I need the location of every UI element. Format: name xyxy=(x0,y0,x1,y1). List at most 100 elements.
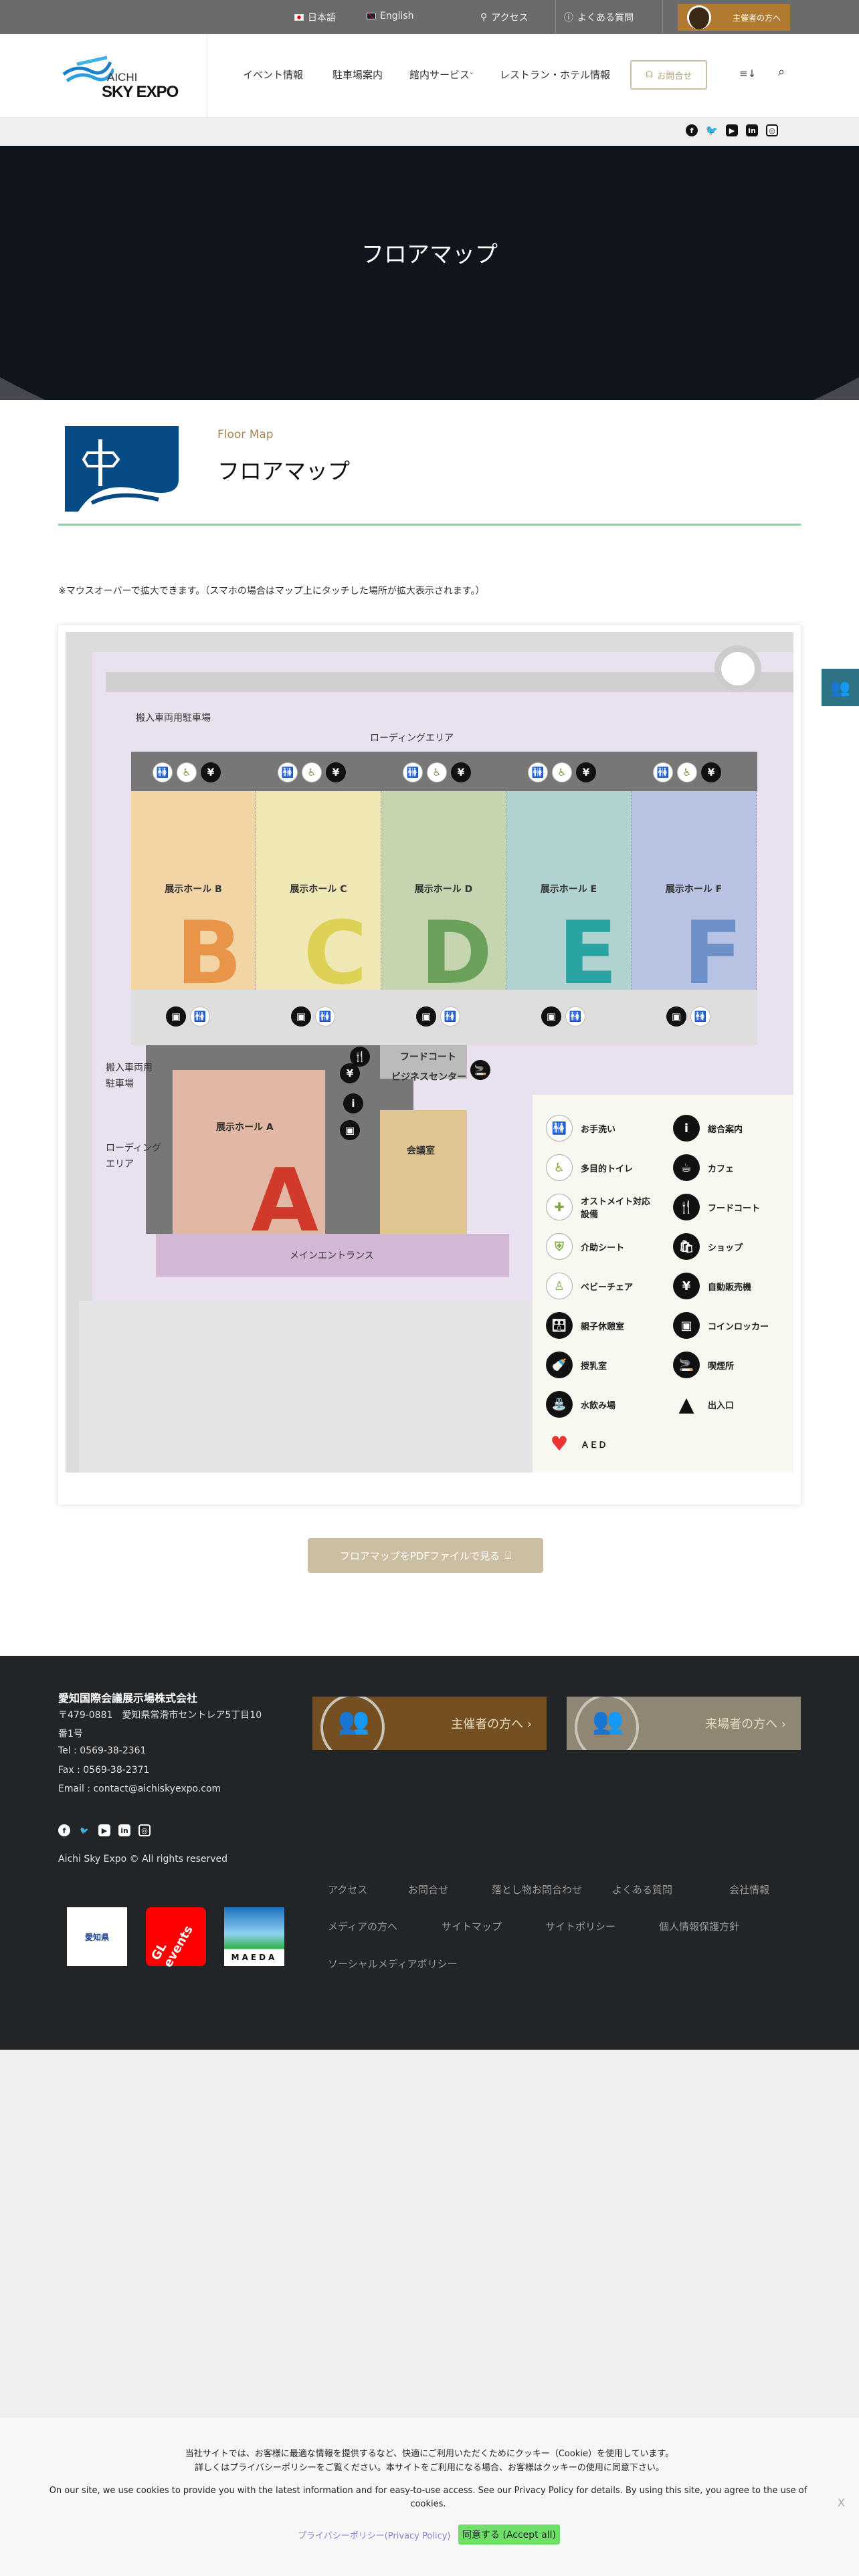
aichi-prefecture-logo[interactable]: 愛知県 xyxy=(67,1907,127,1966)
coin-locker-icon[interactable]: ▣ xyxy=(541,1006,561,1027)
footer-address: 〒479-0881 愛知県常滑市セントレア5丁目10 xyxy=(58,1710,262,1721)
headset-icon: ☊ xyxy=(645,70,654,80)
coin-locker-icon[interactable]: ▣ xyxy=(666,1006,686,1027)
page-title: フロアマップ xyxy=(217,458,350,484)
legend-label: 自動販売機 xyxy=(708,1282,752,1293)
nav-restaurant-hotel[interactable]: レストラン・ホテル情報 xyxy=(500,69,611,81)
nav-events[interactable]: イベント情報 xyxy=(243,69,304,81)
facebook-icon[interactable]: f xyxy=(58,1824,70,1836)
footer-link[interactable]: サイトマップ xyxy=(442,1921,502,1933)
gl-events-logo[interactable]: GL events xyxy=(146,1907,206,1969)
organizer-button[interactable]: 主催者の方へ xyxy=(678,4,790,31)
cafe-icon: ☕ xyxy=(673,1154,700,1181)
privacy-policy-link[interactable]: プライバシーポリシー(Privacy Policy) xyxy=(298,2531,451,2541)
restroom-icon[interactable]: 🚻 xyxy=(440,1006,460,1027)
linkedin-icon[interactable]: in xyxy=(118,1824,130,1836)
instagram-icon[interactable]: ◎ xyxy=(138,1824,151,1836)
hall-a[interactable]: 展示ホール A A xyxy=(173,1070,325,1244)
restroom-icon[interactable]: 🚻 xyxy=(315,1006,335,1027)
vending-machine-icon[interactable]: ¥ xyxy=(340,1063,360,1083)
youtube-icon[interactable]: ▶ xyxy=(726,124,738,136)
footer-link[interactable]: お問合せ xyxy=(408,1884,449,1896)
vending-machine-icon[interactable]: ¥ xyxy=(201,762,221,782)
wheelchair-icon[interactable]: ♿ xyxy=(302,762,322,782)
legend-item: ♙ベビーチェア xyxy=(546,1273,654,1299)
vending-machine-icon[interactable]: ¥ xyxy=(576,762,596,782)
logo[interactable]: AICHI SKY EXPO xyxy=(60,51,207,104)
hall-label: 展示ホール F xyxy=(665,884,723,895)
maeda-logo[interactable]: MAEDA xyxy=(224,1907,284,1966)
lang-ja-link[interactable]: 日本語 xyxy=(294,11,336,24)
footer-link[interactable]: 個人情報保護方針 xyxy=(659,1921,740,1933)
footer-link[interactable]: ソーシャルメディアポリシー xyxy=(328,1958,458,1970)
social-links: f 🐦 ▶ in ◎ xyxy=(686,124,778,136)
visitor-banner[interactable]: 👥来場者の方へ › xyxy=(567,1697,801,1750)
accept-cookies-button[interactable]: 同意する (Accept all) xyxy=(458,2525,560,2545)
info-icon: i xyxy=(673,1115,700,1142)
coin-locker-icon[interactable]: ▣ xyxy=(291,1006,311,1027)
nav-services[interactable]: 館内サービス˅ xyxy=(409,68,474,82)
footer-link[interactable]: メディアの方へ xyxy=(328,1921,397,1933)
instagram-icon[interactable]: ◎ xyxy=(766,124,778,136)
facebook-icon[interactable]: f xyxy=(686,124,698,136)
access-link[interactable]: ⚲アクセス xyxy=(480,11,529,24)
linkedin-icon[interactable]: in xyxy=(746,124,758,136)
vending-machine-icon[interactable]: ¥ xyxy=(451,762,471,782)
footer-link[interactable]: アクセス xyxy=(328,1884,368,1896)
smoking-area-icon[interactable]: 🚬 xyxy=(470,1060,490,1080)
footer-email[interactable]: Email : contact@aichiskyexpo.com xyxy=(58,1784,221,1794)
visitors-people-icon: 👥 xyxy=(592,1706,624,1735)
language-sort-icon[interactable]: ≡↓ xyxy=(739,68,757,80)
organizer-banner[interactable]: 👥主催者の方へ › xyxy=(312,1697,547,1750)
youtube-icon[interactable]: ▶ xyxy=(98,1824,110,1836)
restroom-icon[interactable]: 🚻 xyxy=(278,762,298,782)
restroom-icon[interactable]: 🚻 xyxy=(690,1006,710,1027)
restroom-icon[interactable]: 🚻 xyxy=(190,1006,210,1027)
vending-machine-icon[interactable]: ¥ xyxy=(326,762,346,782)
logo-text-aichi: AICHI xyxy=(107,71,138,84)
legend-label: 出入口 xyxy=(708,1400,735,1411)
twitter-icon[interactable]: 🐦 xyxy=(705,124,719,136)
meeting-room[interactable]: 会議室 xyxy=(380,1110,467,1234)
restroom-icon[interactable]: 🚻 xyxy=(565,1006,585,1027)
wheelchair-icon[interactable]: ♿ xyxy=(177,762,197,782)
nav-parking[interactable]: 駐車場案内 xyxy=(332,69,383,81)
footer-link[interactable]: 会社情報 xyxy=(729,1884,770,1896)
contact-button[interactable]: ☊お問合せ xyxy=(630,60,707,90)
coin-locker-icon[interactable]: ▣ xyxy=(166,1006,186,1027)
twitter-icon[interactable]: 🐦 xyxy=(80,1826,89,1835)
restroom-icon[interactable]: 🚻 xyxy=(653,762,673,782)
footer-link[interactable]: よくある質問 xyxy=(612,1884,673,1896)
users-icon[interactable]: 👥 xyxy=(822,669,859,706)
vending-machine-icon[interactable]: ¥ xyxy=(701,762,721,782)
lang-en-link[interactable]: English xyxy=(367,11,414,21)
legend-item: ⛨介助シート xyxy=(546,1233,654,1260)
footer-link[interactable]: サイトポリシー xyxy=(545,1921,616,1933)
restroom-icon[interactable]: 🚻 xyxy=(528,762,548,782)
close-cookie-button[interactable]: X xyxy=(838,2496,845,2509)
lang-en-label: English xyxy=(380,11,414,21)
coin-locker-icon[interactable]: ▣ xyxy=(340,1120,360,1140)
restroom-icon[interactable]: 🚻 xyxy=(153,762,173,782)
wheelchair-icon[interactable]: ♿ xyxy=(427,762,447,782)
search-icon[interactable]: ⌕ xyxy=(778,65,785,79)
pdf-download-button[interactable]: フロアマップをPDFファイルで見る⍗ xyxy=(308,1538,543,1573)
footer-link[interactable]: 落とし物お問合わせ xyxy=(492,1884,583,1896)
restroom-icon[interactable]: 🚻 xyxy=(403,762,423,782)
coin-locker-icon[interactable]: ▣ xyxy=(416,1006,436,1027)
wheelchair-icon[interactable]: ♿ xyxy=(677,762,697,782)
main-entrance[interactable]: メインエントランス xyxy=(156,1234,509,1277)
info-icon[interactable]: i xyxy=(343,1093,363,1113)
legend-label: ベビーチェア xyxy=(581,1282,634,1293)
food-court-area xyxy=(380,1045,467,1079)
wheelchair-icon[interactable]: ♿ xyxy=(552,762,572,782)
